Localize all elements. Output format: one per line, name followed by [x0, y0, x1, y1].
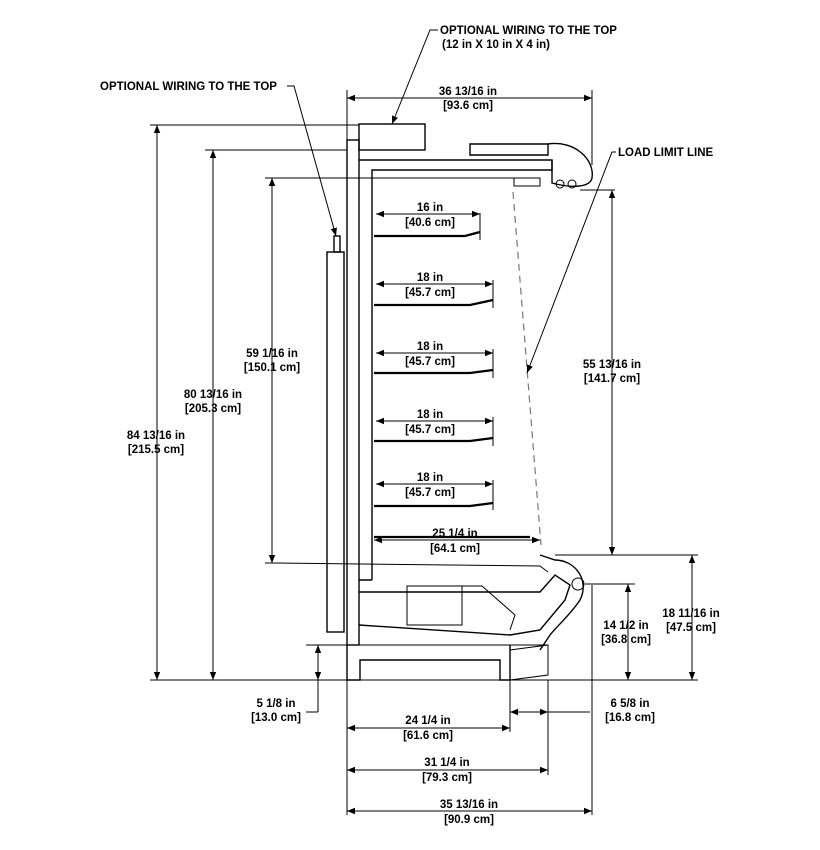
shelf-4-cm: [45.7 cm]	[405, 424, 455, 436]
deck-depth-in: 25 1/4 in	[432, 528, 477, 540]
front-offset-in: 6 5/8 in	[611, 698, 650, 710]
top-width-in: 36 13/16 in	[439, 86, 497, 98]
shelf-4-in: 18 in	[417, 409, 443, 421]
body-depth-in: 31 1/4 in	[424, 757, 469, 769]
deck-line	[275, 562, 549, 573]
canopy-height-in: 80 13/16 in	[184, 389, 242, 401]
front-rail-height-cm: [47.5 cm]	[666, 622, 716, 634]
leader-lines	[287, 29, 616, 374]
deck-depth-cm: [64.1 cm]	[430, 543, 480, 555]
rear-wiring-leader	[287, 85, 337, 237]
base-front-kick	[509, 644, 549, 681]
base-height-in: 5 1/8 in	[257, 698, 296, 710]
top-wiring-leader	[391, 29, 438, 125]
interior-height-cm: [150.1 cm]	[244, 362, 300, 374]
front-bumper	[539, 554, 584, 651]
shelf-2	[374, 298, 494, 307]
load-limit-leader	[526, 151, 616, 374]
overall-height-cm: [215.5 cm]	[128, 444, 184, 456]
case-outline	[150, 123, 698, 681]
canopy-top-panel	[469, 143, 549, 156]
overall-height-in: 84 13/16 in	[127, 430, 185, 442]
rear-panel	[326, 251, 345, 633]
interior-height-in: 59 1/16 in	[246, 348, 298, 360]
canopy-height-cm: [205.3 cm]	[185, 403, 241, 415]
front-rail-pivot	[571, 577, 585, 591]
canopy-front-light	[547, 142, 593, 187]
dimension-lines	[150, 90, 698, 815]
labels: OPTIONAL WIRING TO THE TOP OPTIONAL WIRI…	[100, 25, 720, 826]
front-rail-height-in: 18 11/16 in	[662, 608, 720, 620]
shelf-2-in: 18 in	[417, 272, 443, 284]
top-wiring-note: OPTIONAL WIRING TO THE TOP	[440, 25, 617, 37]
shelf-3-in: 18 in	[417, 341, 443, 353]
opening-height-cm: [141.7 cm]	[584, 373, 640, 385]
lower-tub	[358, 574, 571, 636]
load-limit-line	[512, 191, 542, 546]
overall-depth-cm: [90.9 cm]	[444, 814, 494, 826]
canopy-light-bulb	[555, 179, 565, 189]
base-depth-in: 24 1/4 in	[405, 715, 450, 727]
body-depth-cm: [79.3 cm]	[422, 772, 472, 784]
top-wiring-box	[358, 123, 426, 151]
base-frame	[346, 645, 511, 681]
front-height-in: 14 1/2 in	[603, 620, 648, 632]
shelf-1-cm: [40.6 cm]	[405, 217, 455, 229]
shelf-1	[374, 230, 481, 238]
shelf-5-cm: [45.7 cm]	[405, 487, 455, 499]
canopy-and-inner-wall	[359, 159, 553, 580]
evaporator-box	[406, 585, 463, 626]
rear-wiring-stub	[333, 235, 341, 253]
front-height-cm: [36.8 cm]	[601, 634, 651, 646]
top-width-cm: [93.6 cm]	[443, 100, 493, 112]
canopy-lip	[513, 177, 541, 187]
overall-depth-in: 35 13/16 in	[440, 799, 498, 811]
shelf-5	[374, 501, 494, 508]
shelf-2-cm: [45.7 cm]	[405, 287, 455, 299]
evaporator-duct	[462, 585, 516, 631]
front-offset-cm: [16.8 cm]	[605, 712, 655, 724]
top-wiring-size: (12 in X 10 in X 4 in)	[442, 39, 550, 51]
shelf-4	[374, 436, 494, 443]
load-limit-note: LOAD LIMIT LINE	[618, 147, 714, 159]
base-depth-cm: [61.6 cm]	[403, 730, 453, 742]
shelf-3	[374, 368, 494, 375]
canopy-light-bulb	[567, 179, 577, 189]
shelf-5-in: 18 in	[417, 472, 443, 484]
opening-height-in: 55 13/16 in	[583, 359, 641, 371]
shelf-1-in: 16 in	[417, 202, 443, 214]
back-wall	[346, 139, 360, 646]
base-height-cm: [13.0 cm]	[251, 712, 301, 724]
rear-wiring-note: OPTIONAL WIRING TO THE TOP	[100, 81, 277, 93]
shelf-3-cm: [45.7 cm]	[405, 356, 455, 368]
